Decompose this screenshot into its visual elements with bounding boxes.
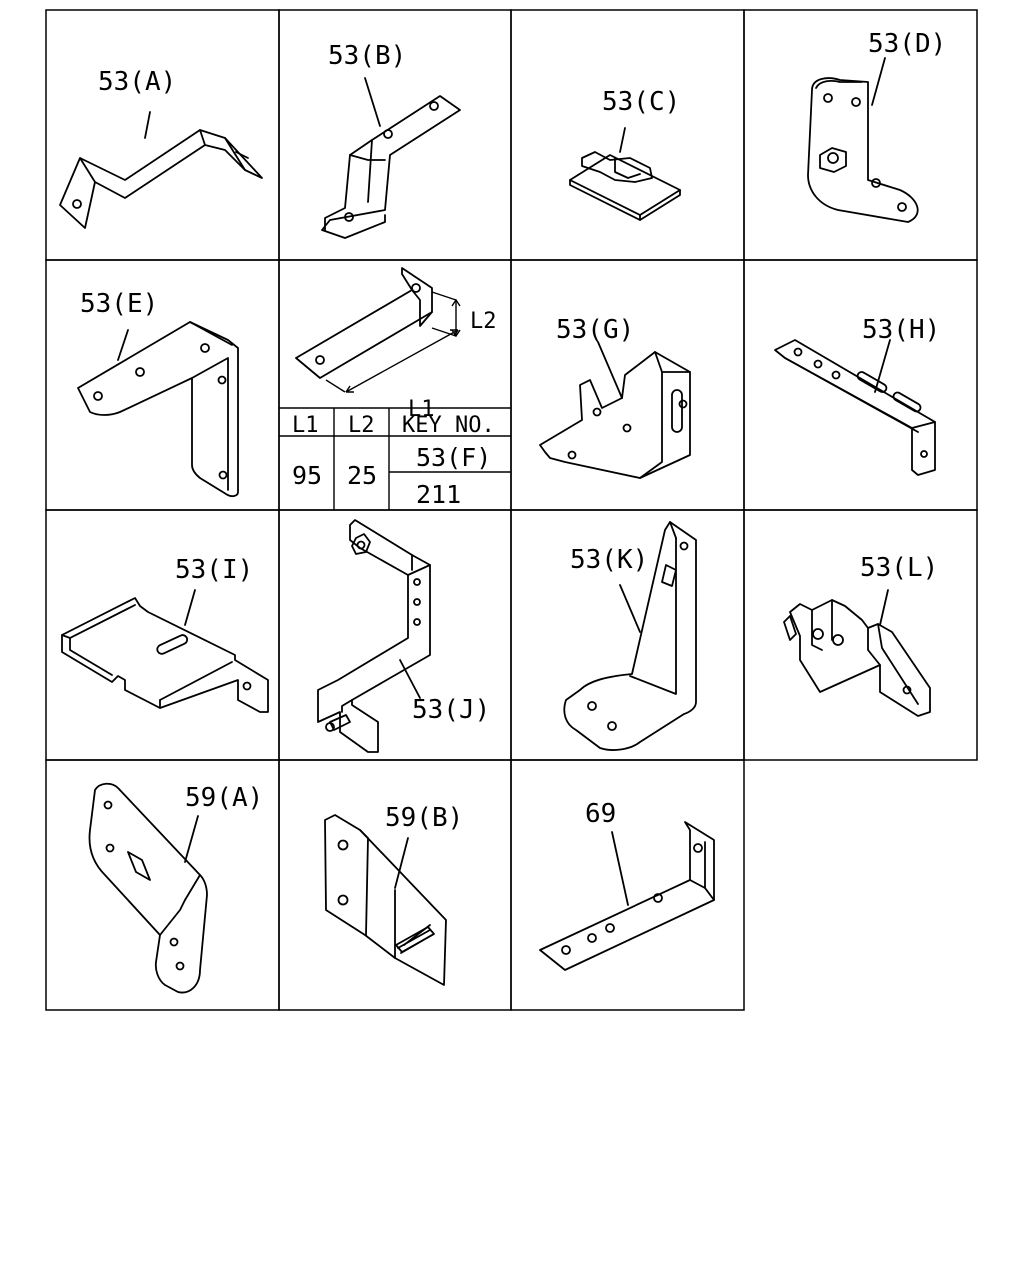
table-key-number-2: 211 (416, 480, 461, 509)
label-53-l: 53(L) (860, 553, 938, 583)
label-53-a: 53(A) (98, 67, 176, 97)
table-header-l1: L1 (292, 413, 319, 438)
table-value-l2: 25 (347, 461, 377, 490)
cell-53-i (45, 509, 280, 761)
label-53-c: 53(C) (602, 87, 680, 117)
bracket-53-d-drawing (807, 57, 919, 223)
bracket-53-b-drawing (321, 77, 461, 239)
bracket-53-a-drawing (59, 111, 263, 229)
label-53-j: 53(J) (412, 695, 490, 725)
cell-53-c (510, 9, 745, 261)
bracket-53-i-drawing (61, 589, 269, 713)
label-53-g: 53(G) (556, 315, 634, 345)
label-53-e: 53(E) (80, 289, 158, 319)
bracket-69-drawing (539, 821, 715, 971)
label-69: 69 (585, 799, 616, 829)
bracket-53-f-drawing (295, 267, 461, 393)
table-header-l2: L2 (348, 413, 375, 438)
table-key-number-1: 53(F) (416, 443, 491, 472)
label-53-b: 53(B) (328, 41, 406, 71)
label-59-a: 59(A) (185, 783, 263, 813)
bracket-59-b-drawing (324, 814, 447, 986)
dimension-l2-label: L2 (470, 309, 497, 334)
cell-53-l (743, 509, 978, 761)
label-59-b: 59(B) (385, 803, 463, 833)
bracket-53-k-drawing (563, 521, 697, 751)
label-53-k: 53(K) (570, 545, 648, 575)
table-value-l1: 95 (292, 461, 322, 490)
label-53-d: 53(D) (868, 29, 946, 59)
bracket-53-c-drawing (569, 127, 681, 221)
bracket-53-h-drawing (774, 339, 936, 476)
bracket-53-j-drawing (317, 519, 431, 753)
label-53-i: 53(I) (175, 555, 253, 585)
cell-69 (510, 759, 745, 1011)
bracket-53-g-drawing (539, 341, 691, 479)
dimension-l1-label: L1 (408, 397, 435, 422)
bracket-53-l-drawing (783, 589, 931, 717)
label-53-h: 53(H) (862, 315, 940, 345)
dimension-table (279, 407, 511, 510)
cell-53-g (510, 259, 745, 511)
bracket-59-a-drawing (88, 782, 208, 994)
bracket-53-e-drawing (77, 321, 239, 498)
cell-53-a (45, 9, 280, 261)
table-header-key-no: KEY NO. (402, 413, 495, 438)
cell-53-h (743, 259, 978, 511)
